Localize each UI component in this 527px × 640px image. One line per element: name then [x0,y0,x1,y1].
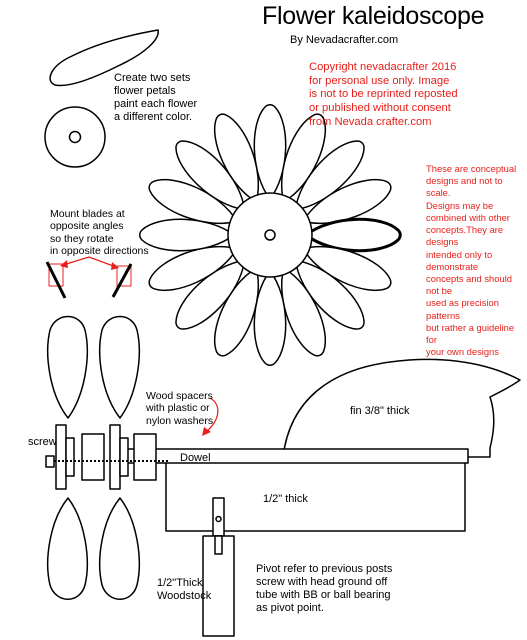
red-arrows [60,256,219,436]
copyright-notice: Copyright nevadacrafter 2016 for persona… [309,61,458,128]
pivot-note: Pivot refer to previous posts screw with… [256,563,393,614]
flower-petal [294,140,365,211]
flower-petal [280,267,327,357]
flower-petal [302,245,392,292]
disclaimer-note: These are conceptual designs and not to … [426,163,517,358]
pivot-post [202,497,235,637]
flower-petal [139,218,235,252]
fin-label: fin 3/8" thick [350,405,410,417]
flower-petal [175,140,246,211]
blade-angle-indicators [45,261,133,299]
flower-petal [294,259,365,330]
woodstock-label: 1/2"Thick Woodstock [157,577,212,602]
dowel-label: Dowel [180,452,211,464]
flower-petal [213,267,260,357]
flower-petal [304,217,402,253]
blades-note: Mount blades at opposite angles so they … [50,208,149,258]
spacers-note: Wood spacers with plastic or nylon washe… [146,390,214,427]
propeller-left [47,315,88,600]
flower-petals [139,104,402,366]
flower-petal [213,113,260,203]
flower-petal [253,104,287,200]
propeller-right [99,315,140,600]
hub-assembly [55,424,157,490]
page-title: Flower kaleidoscope [262,2,485,30]
body-thickness-label: 1/2" thick [263,493,308,505]
flower-petal [148,178,238,225]
flower-petal [280,113,327,203]
screw-label: screw [28,436,57,448]
flower-center [227,192,313,278]
body-block [165,456,466,532]
center-washer [44,106,106,168]
screw [45,455,168,468]
petals-note: Create two sets flower petals paint each… [114,72,198,123]
fin [282,358,521,458]
petal-template [49,29,159,87]
byline: By Nevadacrafter.com [290,34,399,46]
dowel [119,448,469,464]
flower-petal [148,245,238,292]
flower-petal [253,270,287,366]
flower-petal [175,259,246,330]
